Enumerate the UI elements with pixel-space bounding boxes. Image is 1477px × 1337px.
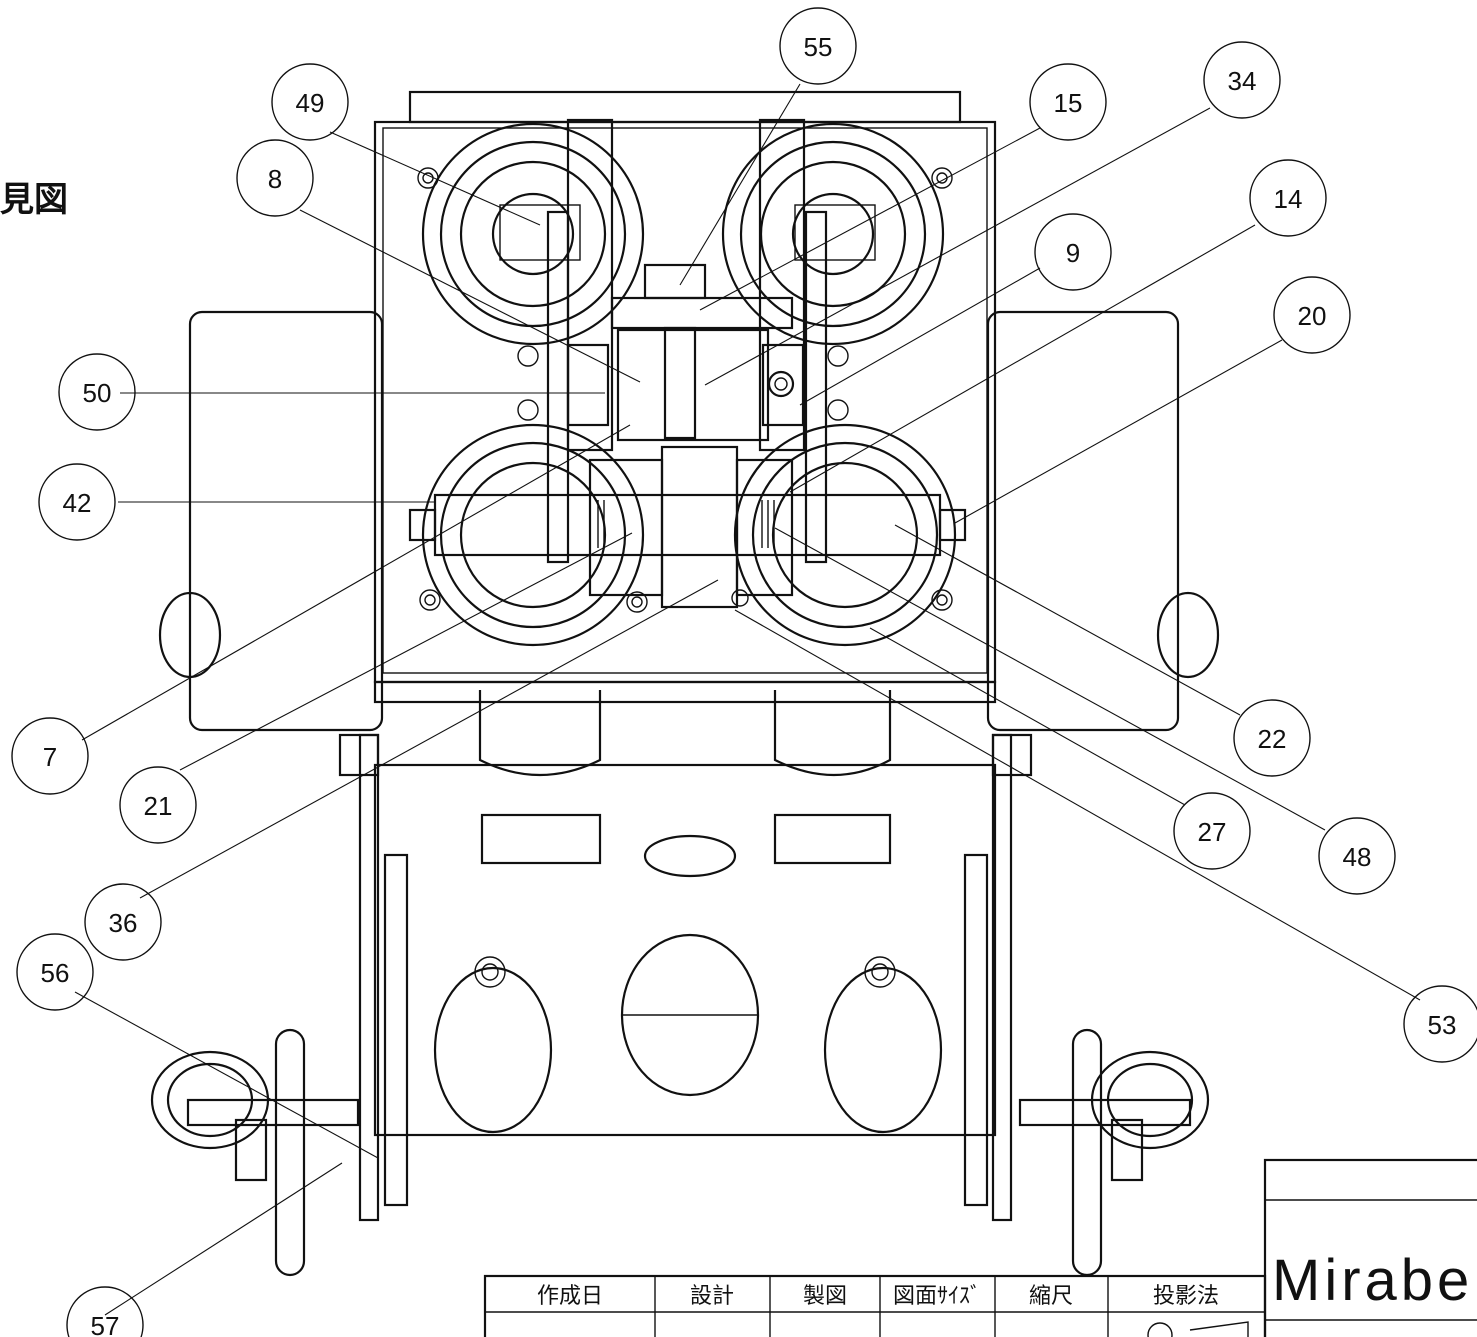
svg-text:48: 48: [1343, 842, 1372, 872]
svg-text:50: 50: [83, 378, 112, 408]
balloon-20: 20: [1273, 276, 1351, 354]
balloon-49: 49: [271, 63, 349, 141]
svg-text:56: 56: [41, 958, 70, 988]
header-projection: 投影法: [1153, 1284, 1219, 1309]
svg-text:20: 20: [1298, 301, 1327, 331]
balloon-7: 7: [11, 717, 89, 795]
svg-text:55: 55: [804, 32, 833, 62]
svg-text:14: 14: [1274, 184, 1303, 214]
projection-symbol-icon: [1147, 1321, 1249, 1337]
header-created-date: 作成日: [537, 1284, 603, 1309]
svg-text:7: 7: [43, 742, 57, 772]
header-scale: 縮尺: [1029, 1284, 1073, 1309]
balloon-8: 8: [236, 139, 314, 217]
balloon-57: 57: [66, 1286, 144, 1337]
svg-text:21: 21: [144, 791, 173, 821]
balloon-53: 53: [1403, 985, 1477, 1063]
balloon-56: 56: [16, 933, 94, 1011]
svg-text:49: 49: [296, 88, 325, 118]
balloon-42: 42: [38, 463, 116, 541]
mechanism-body: [150, 90, 1220, 1277]
brand-name: Mirabe: [1272, 1248, 1473, 1313]
balloon-14: 14: [1249, 159, 1327, 237]
svg-text:8: 8: [268, 164, 282, 194]
balloon-36: 36: [84, 883, 162, 961]
svg-text:22: 22: [1258, 724, 1287, 754]
svg-text:42: 42: [63, 488, 92, 518]
leader-lines: [74, 83, 1421, 1316]
svg-text:36: 36: [109, 908, 138, 938]
balloon-50: 50: [58, 353, 136, 431]
svg-text:9: 9: [1066, 238, 1080, 268]
svg-text:34: 34: [1228, 66, 1257, 96]
svg-text:27: 27: [1198, 817, 1227, 847]
svg-text:57: 57: [91, 1311, 120, 1337]
drawing-title-fragment: 見図: [0, 180, 68, 220]
balloon-22: 22: [1233, 699, 1311, 777]
balloon-48: 48: [1318, 817, 1396, 895]
title-block: Mirabe 作成日 設計 製図 図面ｻｲｽﾞ 縮尺 投影法: [483, 1158, 1477, 1337]
balloon-27: 27: [1173, 792, 1251, 870]
header-sheet-size: 図面ｻｲｽﾞ: [893, 1284, 981, 1309]
svg-text:53: 53: [1428, 1010, 1457, 1040]
balloon-55: 55: [779, 7, 857, 85]
balloon-34: 34: [1203, 41, 1281, 119]
svg-text:15: 15: [1054, 88, 1083, 118]
header-drafting: 製図: [803, 1284, 847, 1309]
balloon-21: 21: [119, 766, 197, 844]
balloon-9: 9: [1034, 213, 1112, 291]
balloon-15: 15: [1029, 63, 1107, 141]
header-design: 設計: [690, 1284, 734, 1309]
